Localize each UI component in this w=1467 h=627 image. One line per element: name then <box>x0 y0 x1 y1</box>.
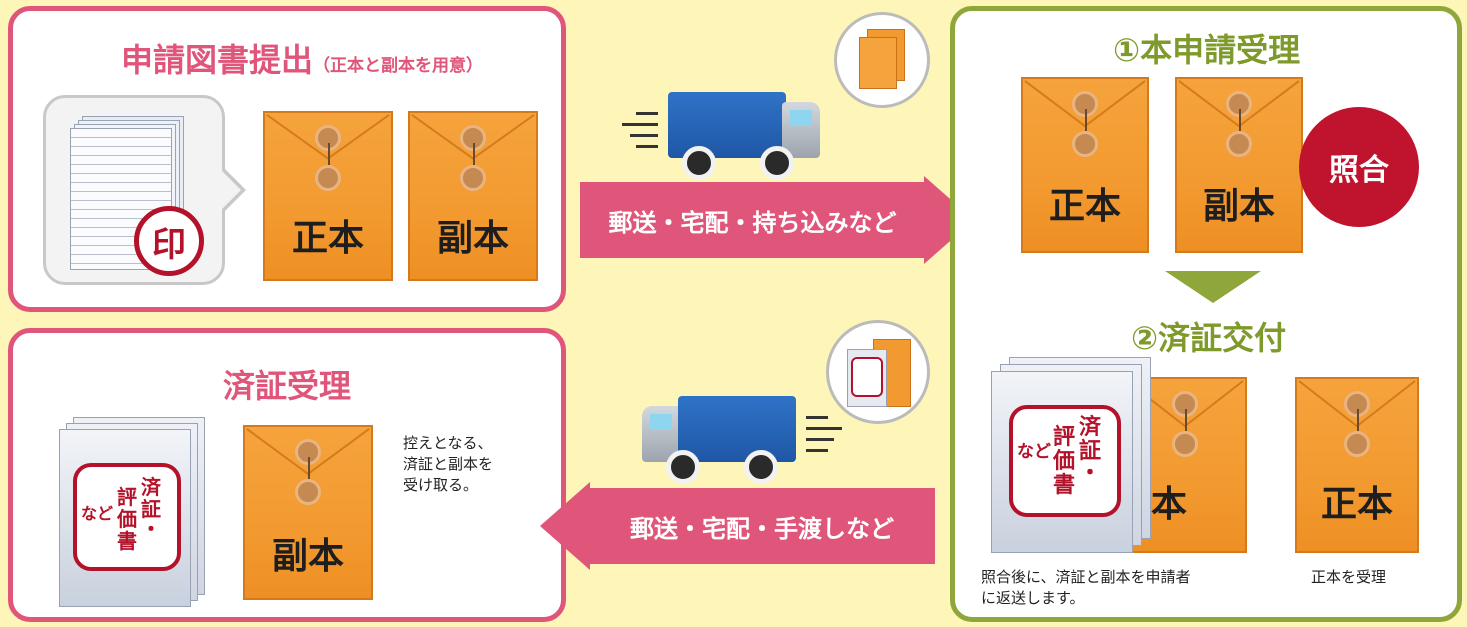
step1-title: ①本申請受理 <box>1113 31 1301 69</box>
speed-lines-return <box>806 416 842 452</box>
certificate-bubble-bottom <box>826 320 930 424</box>
certificate-stack: 済 証 ・ 評 価 書 など <box>59 417 209 607</box>
envelope-copy-label: 副本 <box>436 218 509 259</box>
certificate-stack-issued: 済 証 ・ 評 価 書 など <box>991 357 1151 553</box>
truck-icon-return <box>642 392 842 488</box>
envelope-bubble-top <box>834 12 930 108</box>
submit-panel: 申請図書提出（正本と副本を用意） 印 正本 副本 <box>8 6 566 312</box>
certificate-stamp-issued: 済 証 ・ 評 価 書 など <box>1009 405 1121 517</box>
envelope-copy-received-label: 副本 <box>1202 186 1275 227</box>
arrow-return: 郵送・宅配・手渡しなど <box>540 482 935 570</box>
envelope-copy: 副本 <box>408 111 538 281</box>
received-title: 済証受理 <box>223 367 352 405</box>
speed-lines <box>622 112 658 148</box>
envelope-original-kept-label: 正本 <box>1320 484 1393 525</box>
envelope-original-kept: 正本 <box>1295 377 1419 553</box>
keep-note: 正本を受理 <box>1311 568 1387 586</box>
arrow-outbound: 郵送・宅配・持ち込みなど <box>580 176 975 264</box>
envelope-copy-returned-label: 副本 <box>271 536 344 577</box>
submit-title: 申請図書提出（正本と副本を用意） <box>121 41 484 79</box>
received-panel: 済証受理 済 証 ・ 評 価 書 など 副本 控えとなる、 済証と副本を 受け取… <box>8 328 566 622</box>
document-bubble: 印 <box>43 95 246 285</box>
process-panel: ①本申請受理 正本 副本 照合 ②済証交付 副本 済 証 ・ 評 価 <box>950 6 1462 622</box>
envelope-copy-returned: 副本 <box>243 425 373 600</box>
issue-note: 照合後に、済証と副本を申請者 に返送します。 <box>981 568 1191 607</box>
step2-title: ②済証交付 <box>1131 319 1287 357</box>
certificate-stamp: 済 証 ・ 評 価 書 など <box>73 463 181 571</box>
envelope-copy-received: 副本 <box>1175 77 1303 253</box>
truck-icon-outbound <box>622 88 822 184</box>
received-note: 控えとなる、 済証と副本を 受け取る。 <box>403 434 494 494</box>
envelope-original-label: 正本 <box>291 218 364 259</box>
down-arrow-icon <box>1165 271 1261 303</box>
arrow-outbound-label: 郵送・宅配・持ち込みなど <box>580 182 925 258</box>
envelope-original: 正本 <box>263 111 393 281</box>
envelope-original-received-label: 正本 <box>1048 186 1121 227</box>
submit-title-note: （正本と副本を用意） <box>313 56 484 76</box>
arrow-return-label: 郵送・宅配・手渡しなど <box>589 488 935 564</box>
seal-stamp-icon: 印 <box>134 206 204 276</box>
envelope-original-received: 正本 <box>1021 77 1149 253</box>
check-badge: 照合 <box>1299 107 1419 227</box>
